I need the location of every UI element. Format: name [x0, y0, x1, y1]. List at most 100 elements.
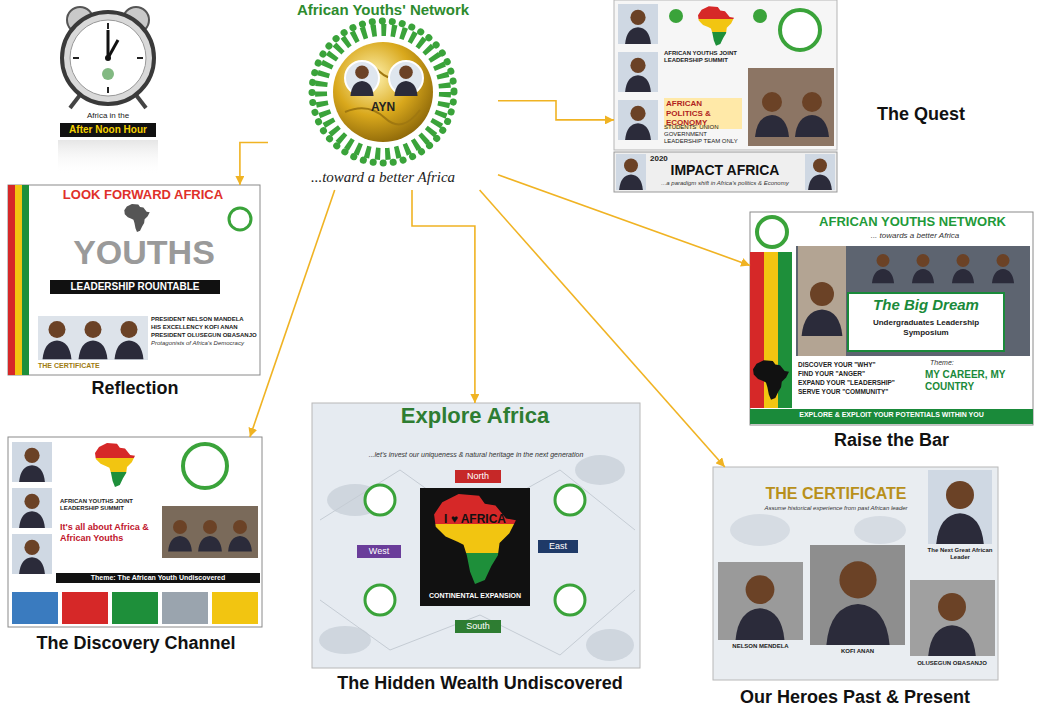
connector-arrow: [498, 175, 750, 266]
discovery-poster-art: [95, 443, 135, 487]
quest-poster-art: [753, 9, 767, 23]
poster-text: ...let's invest our uniqueness & natural…: [322, 451, 630, 459]
discovery-poster-art: [62, 592, 108, 624]
raise-poster-art: [757, 217, 787, 247]
poster-text: PRESIDENT OLUSEGUN OBASANJO: [151, 332, 259, 339]
alarm-clock: [107, 23, 109, 29]
quest-poster-art: [780, 10, 820, 50]
raise-poster-art: [753, 360, 789, 400]
hidden-wealth-poster-art: [555, 485, 585, 515]
hidden-wealth-poster-art: [575, 455, 625, 485]
name-label: NELSON MENDELA: [718, 643, 803, 650]
reflection-poster-art: [15, 185, 22, 375]
poster-text: CONTINENTAL EXPANSION: [421, 591, 529, 601]
poster-text: ... towards a better Africa: [850, 231, 980, 241]
alarm-clock: [102, 68, 114, 80]
reflection-poster-art: [124, 204, 149, 232]
logo-title: African Youths' Network: [268, 1, 498, 19]
poster-text: FIND YOUR "ANGER": [798, 370, 923, 378]
poster-text: It's all about Africa & African Youths: [60, 522, 158, 544]
quest-poster-art: [614, 0, 837, 192]
alarm-clock: [73, 57, 79, 59]
alarm-clock: [62, 12, 154, 104]
hidden-wealth-poster-art: [365, 485, 395, 515]
poster-text: THE CERTIFICATE: [38, 362, 138, 370]
quest-poster-art: [614, 0, 837, 150]
hidden-wealth-poster-art: [312, 403, 640, 668]
connector-arrow: [250, 190, 335, 437]
discovery-poster-art: [162, 506, 258, 558]
poster-text: EXPLORE & EXPLOIT YOUR POTENTIALS WITHIN…: [752, 411, 1031, 419]
heroes-poster-art: [928, 470, 992, 544]
poster-text: AFRICAN YOUTHS JOINT LEADERSHIP SUMMIT: [60, 498, 152, 512]
raise-poster-art: [750, 212, 1033, 425]
discovery-poster-art: [112, 592, 158, 624]
logo-globe: [394, 65, 417, 96]
quest-poster-art: [669, 9, 683, 23]
reflection-poster-art: [8, 185, 260, 375]
heroes-poster-art: [718, 562, 803, 640]
raise-poster-art: [750, 212, 1033, 425]
clock-poster: Africa in theAfter Noon Hour: [58, 0, 158, 178]
alarm-clock: [70, 20, 146, 96]
discovery-poster-art: [212, 592, 258, 624]
poster-text: Assume historical experience from past A…: [750, 505, 922, 512]
quest-poster-art: [618, 52, 658, 92]
discovery-poster-art: [19, 540, 45, 574]
poster-text: SERVE YOUR "COMMUNITY": [798, 388, 923, 396]
alarm-clock: [58, 140, 158, 175]
reflection-poster-art: [8, 185, 260, 375]
quest-poster-art: [755, 92, 789, 137]
raise-poster-art: [992, 254, 1014, 283]
hidden-wealth-poster-art: [420, 488, 530, 606]
quest-poster-art: [616, 154, 646, 190]
poster-text: ...a paradigm shift in Africa's politics…: [650, 180, 800, 187]
quest-poster-art: [698, 6, 734, 46]
heroes-poster-art: [713, 467, 998, 680]
raise-poster-art: [802, 282, 843, 336]
poster-text: The Big Dream: [852, 296, 1000, 314]
compass-label: South: [455, 620, 501, 633]
poster-text: AFRICAN YOUTHS JOINT LEADERSHIP SUMMIT: [664, 50, 742, 64]
poster-text: THE CERTIFICATE: [750, 484, 922, 503]
name-label: OLUSEGUN OBASANJO: [908, 660, 996, 667]
reflection-poster-art: [115, 321, 144, 359]
alarm-clock: [58, 7, 158, 175]
quest-poster-art: [619, 159, 643, 191]
hidden-wealth-poster-art: [319, 626, 371, 654]
discovery-poster-art: [168, 520, 192, 552]
poster-text: IMPACT AFRICA: [650, 162, 800, 179]
poster-text: LOOK FORWARD AFRICA: [32, 187, 254, 203]
quest-poster-art: [625, 58, 651, 92]
quest-poster-art: [625, 10, 651, 44]
poster-text: EXPAND YOUR "LEADERSHIP": [798, 379, 923, 387]
connector-arrow: [498, 101, 614, 120]
logo-globe: [350, 65, 373, 96]
logo-globe: [312, 21, 454, 163]
poster-text: Theme:: [930, 359, 1025, 367]
reflection-poster: LOOK FORWARD AFRICAYOUTHSLEADERSHIP ROUN…: [8, 185, 262, 405]
poster-text: STUDENTS' UNION GOVERNMENT LEADERSHIP TE…: [664, 124, 744, 146]
quest-poster-art: [795, 92, 829, 137]
poster-text: The Next Great African Leader: [925, 547, 995, 561]
quest-poster-art: [808, 159, 832, 191]
name-label: KOFI ANAN: [810, 648, 905, 655]
connector-arrow: [240, 143, 268, 186]
raise-poster-art: [796, 246, 1030, 356]
quest-poster-art: [618, 4, 658, 44]
caption-text: The Discovery Channel: [8, 633, 264, 655]
caption-text: Raise the Bar: [750, 430, 1033, 452]
discovery-poster-art: [19, 448, 45, 482]
poster-text: DISCOVER YOUR "WHY": [798, 361, 923, 369]
discovery-poster-art: [12, 442, 52, 482]
poster-text: AFRICAN YOUTHS NETWORK: [795, 214, 1030, 230]
alarm-clock: [70, 95, 80, 108]
quest-poster: AFRICAN YOUTHS JOINT LEADERSHIP SUMMITAF…: [614, 0, 978, 195]
reflection-poster-art: [8, 185, 15, 375]
logo-globe: [389, 61, 423, 95]
hidden-wealth-poster: Explore Africa...let's invest our unique…: [310, 403, 650, 703]
reflection-poster-art: [38, 316, 148, 360]
logo-globe: [321, 30, 445, 154]
network-logo: African Youths' NetworkAYN...toward a be…: [268, 0, 498, 190]
logo-initials: AYN: [358, 100, 408, 114]
